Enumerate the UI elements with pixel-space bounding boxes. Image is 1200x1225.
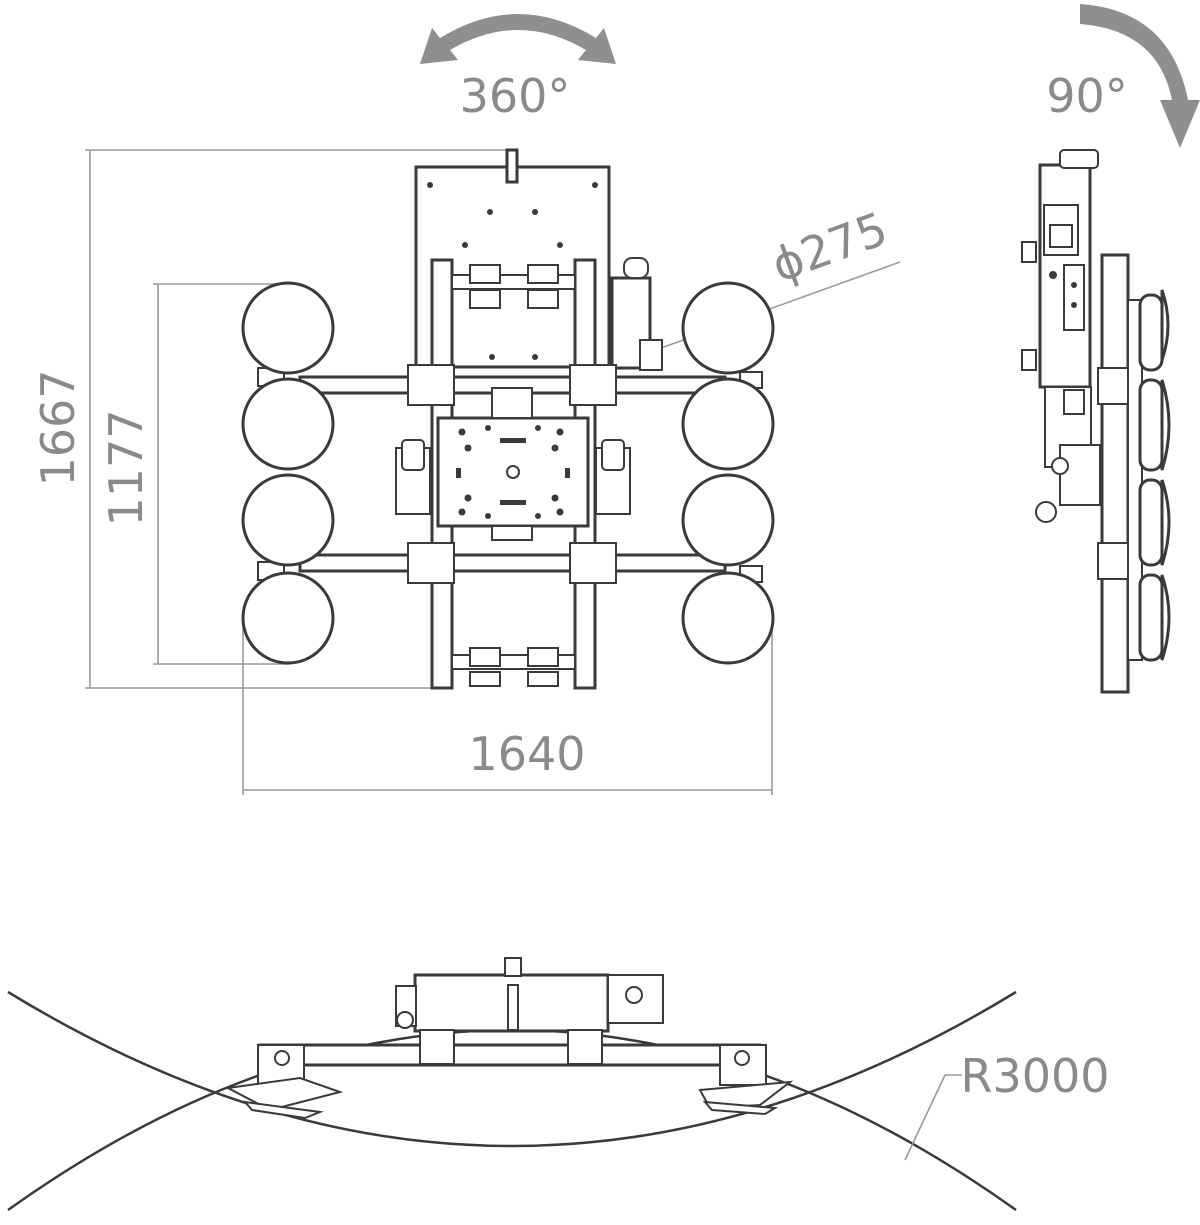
rotation-360-arrow [420,14,616,64]
suction-pad [241,571,335,665]
height-pads-label: 1177 [99,409,153,526]
suction-pad [681,377,775,471]
suction-pad [241,281,335,375]
suction-pad [681,473,775,567]
radius-label: R3000 [960,1049,1109,1103]
rotation-90-label: 90° [1046,69,1128,123]
suction-pad [241,473,335,567]
front-view [7,957,1017,1212]
radius-leader [904,1074,962,1161]
rotation-90-arrow [1080,4,1200,148]
diameter-label: ϕ275 [765,201,894,292]
suction-pad [241,377,335,471]
side-view [1021,149,1171,694]
suction-pads [241,281,775,665]
suction-pad [681,281,775,375]
rotation-360-label: 360° [460,69,571,123]
height-total-label: 1667 [31,369,85,486]
width-total-label: 1640 [468,727,585,781]
top-view [257,148,763,690]
dimension-lines-top-view [85,149,901,795]
suction-pad [681,571,775,665]
